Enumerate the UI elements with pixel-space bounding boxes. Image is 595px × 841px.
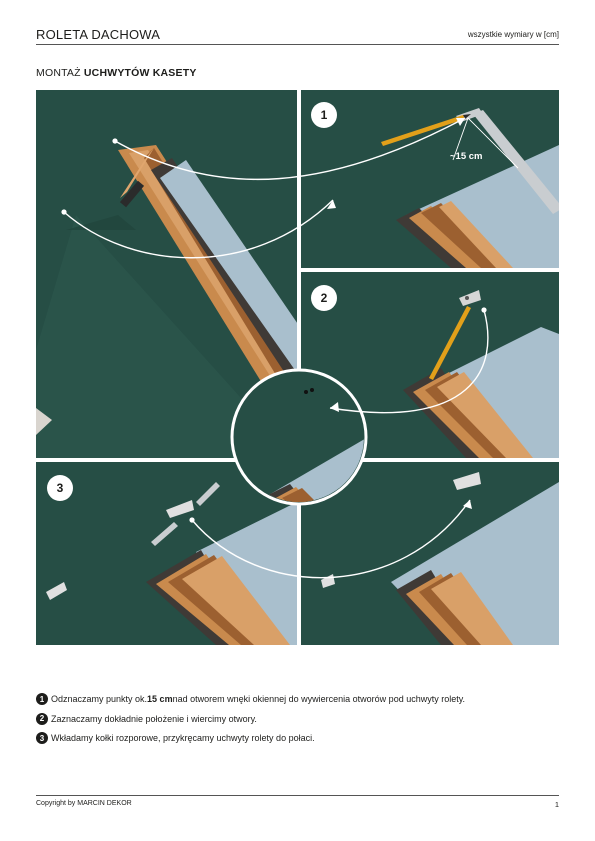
instructions-list: 1 Odznaczamy punkty ok. 15 cm nad otwore… xyxy=(36,693,559,752)
roof-window-illustration xyxy=(36,90,297,460)
step2-number: 2 xyxy=(36,712,48,725)
instruction-step-3: 3 Wkładamy kołki rozporowe, przykręcamy … xyxy=(36,732,559,744)
instruction-step-2: 2 Zaznaczamy dokładnie położenie i wierc… xyxy=(36,712,559,725)
step3-text: Wkładamy kołki rozporowe, przykręcamy uc… xyxy=(51,733,315,743)
step1-photo xyxy=(301,90,559,268)
section-title: MONTAŻ UCHWYTÓW KASETY xyxy=(36,67,197,79)
step1-number: 1 xyxy=(36,693,48,705)
section-title-normal: MONTAŻ xyxy=(36,67,84,79)
copyright: Copyright by MARCIN DEKOR xyxy=(36,800,132,807)
step2-badge: 2 xyxy=(311,285,337,311)
step1-badge: 1 xyxy=(311,102,337,128)
document-title: ROLETA DACHOWA xyxy=(36,27,161,42)
step3-left-illustration xyxy=(36,462,297,645)
section-title-bold: UCHWYTÓW KASETY xyxy=(83,67,197,79)
distance-label: ~15 cm xyxy=(450,151,483,162)
step2-illustration xyxy=(301,272,559,458)
step3-badge: 3 xyxy=(47,475,73,501)
footer-divider xyxy=(36,795,559,796)
step3-right-photo xyxy=(301,462,559,645)
header-divider xyxy=(36,44,559,45)
step3-number: 3 xyxy=(36,732,48,744)
connector-arrows xyxy=(63,117,519,579)
dimensions-note: wszystkie wymiary w [cm] xyxy=(467,30,559,39)
instruction-step-1: 1 Odznaczamy punkty ok. 15 cm nad otwore… xyxy=(36,693,559,705)
step1-illustration xyxy=(301,90,559,268)
step1-text-before: Odznaczamy punkty ok. xyxy=(51,694,148,704)
step2-text: Zaznaczamy dokładnie położenie i wiercim… xyxy=(51,713,257,724)
step3-right-illustration xyxy=(301,462,559,645)
step1-text-bold: 15 cm xyxy=(147,694,173,704)
detail-zoom-circle xyxy=(230,368,368,506)
step3-left-photo xyxy=(36,462,297,645)
page-number: 1 xyxy=(554,800,559,809)
step1-text-after: nad otworem wnęki okiennej do wywierceni… xyxy=(172,694,466,704)
